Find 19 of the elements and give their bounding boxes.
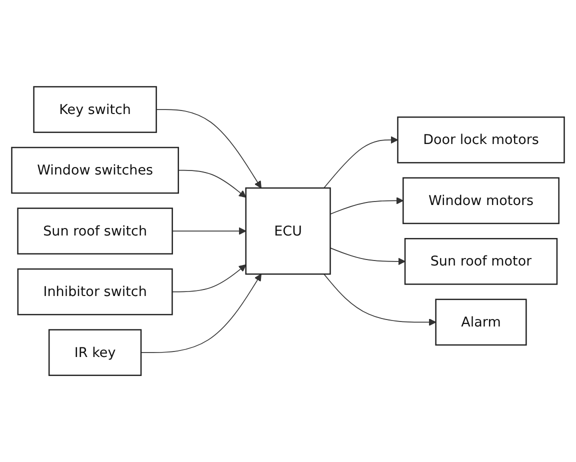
arrow <box>172 264 246 292</box>
node-box: IR key <box>48 329 142 376</box>
node-box: Alarm <box>435 298 527 346</box>
node-box: Door lock motors <box>397 116 565 164</box>
arrow <box>172 227 246 235</box>
arrow <box>330 196 404 215</box>
arrow <box>140 274 262 353</box>
node-box: Sun roof motor <box>404 238 558 285</box>
node-box: Key switch <box>33 86 157 133</box>
node-box: Inhibitor switch <box>17 268 173 316</box>
node-box: Window switches <box>11 146 179 194</box>
arrow <box>324 136 398 188</box>
arrow <box>330 247 406 266</box>
node-box: ECU <box>245 187 331 275</box>
arrow <box>178 170 246 198</box>
node-box: Window motors <box>402 177 560 224</box>
arrow <box>324 274 436 326</box>
arrow <box>156 109 262 188</box>
node-box: Sun roof switch <box>17 208 173 254</box>
